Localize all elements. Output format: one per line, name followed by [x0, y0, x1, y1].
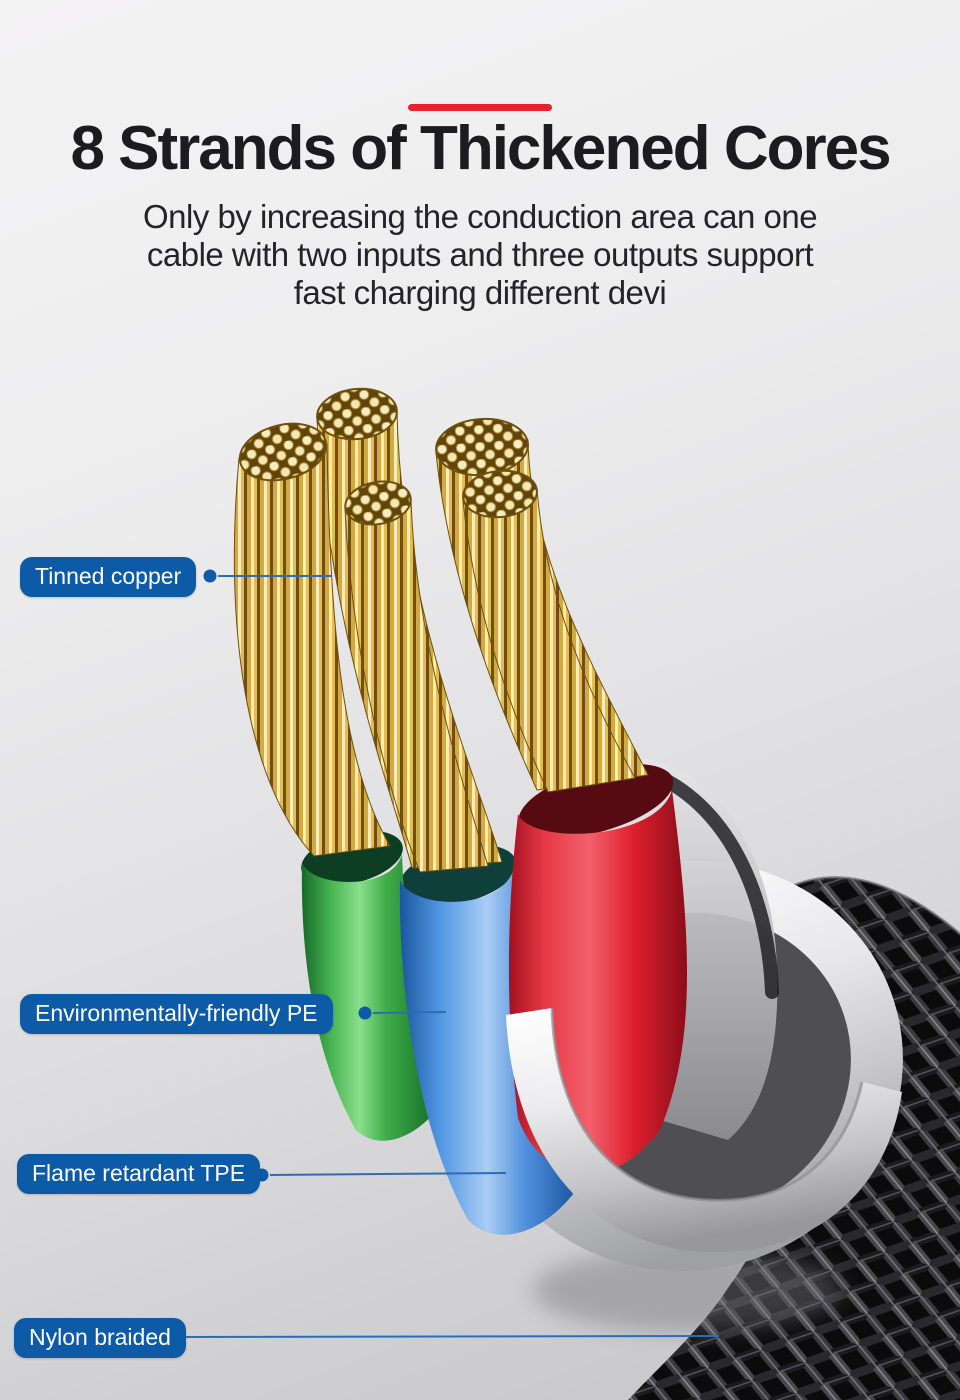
leader-line-tpe [269, 1172, 507, 1176]
subtitle-line-3: fast charging different devi [293, 274, 667, 311]
label-flame-retardant-tpe: Flame retardant TPE [17, 1154, 261, 1194]
subtitle-line-1: Only by increasing the conduction area c… [142, 198, 818, 235]
leader-line-pe [372, 1011, 447, 1014]
leader-line-nylon [175, 1335, 720, 1338]
green-pe-insulation [301, 854, 454, 1141]
label-nylon-braided: Nylon braided [14, 1318, 186, 1358]
subtitle-line-2: cable with two inputs and three outputs … [146, 236, 814, 273]
copper-strand-bundles [233, 387, 649, 873]
leader-dot-tinned-copper [203, 569, 217, 583]
tpe-jacket-front [506, 1007, 902, 1253]
cable-shadow [533, 1248, 843, 1332]
leader-dot-pe [358, 1006, 372, 1020]
page-title: 8 Strands of Thickened Cores [70, 114, 891, 183]
label-environmentally-friendly-pe: Environmentally-friendly PE [20, 994, 333, 1034]
accent-bar [408, 104, 552, 111]
leader-lines [161, 569, 720, 1344]
page-subtitle: Only by increasing the conduction area c… [0, 198, 960, 312]
label-tinned-copper: Tinned copper [20, 557, 197, 597]
